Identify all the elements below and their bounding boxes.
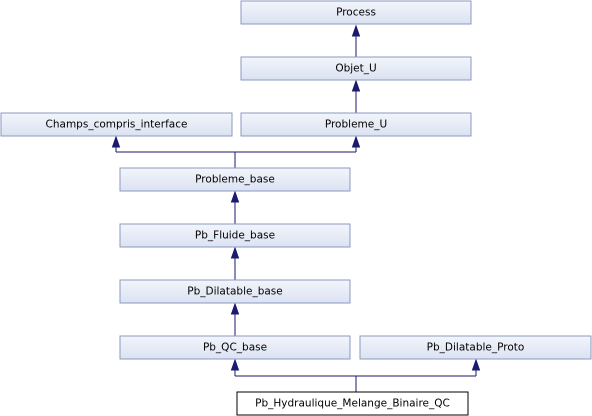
svg-text:Pb_Dilatable_base: Pb_Dilatable_base: [187, 286, 282, 298]
svg-text:Champs_compris_interface: Champs_compris_interface: [46, 119, 188, 131]
arrowhead-pb-qc-base: [230, 358, 240, 371]
node-champs-compris-interface[interactable]: Champs_compris_interface: [0, 112, 233, 137]
node-pb-dilatable-base[interactable]: Pb_Dilatable_base: [119, 279, 351, 304]
arrowhead-pb-dilatable-base: [230, 302, 240, 315]
arrowhead-probleme-u: [351, 135, 361, 148]
svg-text:Pb_QC_base: Pb_QC_base: [203, 342, 267, 354]
arrowhead-process: [351, 24, 361, 37]
node-probleme-u[interactable]: Probleme_U: [240, 112, 472, 137]
arrowhead-pb-dilatable-proto: [471, 358, 481, 371]
svg-text:Objet_U: Objet_U: [335, 63, 376, 75]
svg-text:Pb_Dilatable_Proto: Pb_Dilatable_Proto: [427, 342, 525, 354]
svg-text:Process: Process: [336, 7, 376, 19]
arrowhead-pb-fluide-base: [230, 246, 240, 259]
svg-text:Pb_Hydraulique_Melange_Binaire: Pb_Hydraulique_Melange_Binaire_QC: [255, 398, 450, 410]
svg-text:Probleme_U: Probleme_U: [325, 119, 387, 131]
node-probleme-base[interactable]: Probleme_base: [119, 167, 351, 192]
node-pb-qc-base[interactable]: Pb_QC_base: [119, 335, 351, 360]
arrowhead-objet-u: [351, 79, 361, 92]
arrowhead-probleme-base: [230, 190, 240, 203]
svg-text:Probleme_base: Probleme_base: [195, 174, 275, 186]
arrowhead-champs-compris-interface: [111, 135, 121, 148]
node-objet-u[interactable]: Objet_U: [240, 56, 472, 81]
node-process[interactable]: Process: [240, 0, 472, 25]
node-pb-hydraulique-melange-binaire-qc[interactable]: Pb_Hydraulique_Melange_Binaire_QC: [236, 391, 469, 416]
node-pb-dilatable-proto[interactable]: Pb_Dilatable_Proto: [359, 335, 592, 360]
edges: [111, 24, 481, 392]
node-pb-fluide-base[interactable]: Pb_Fluide_base: [119, 223, 351, 248]
svg-text:Pb_Fluide_base: Pb_Fluide_base: [195, 230, 275, 242]
